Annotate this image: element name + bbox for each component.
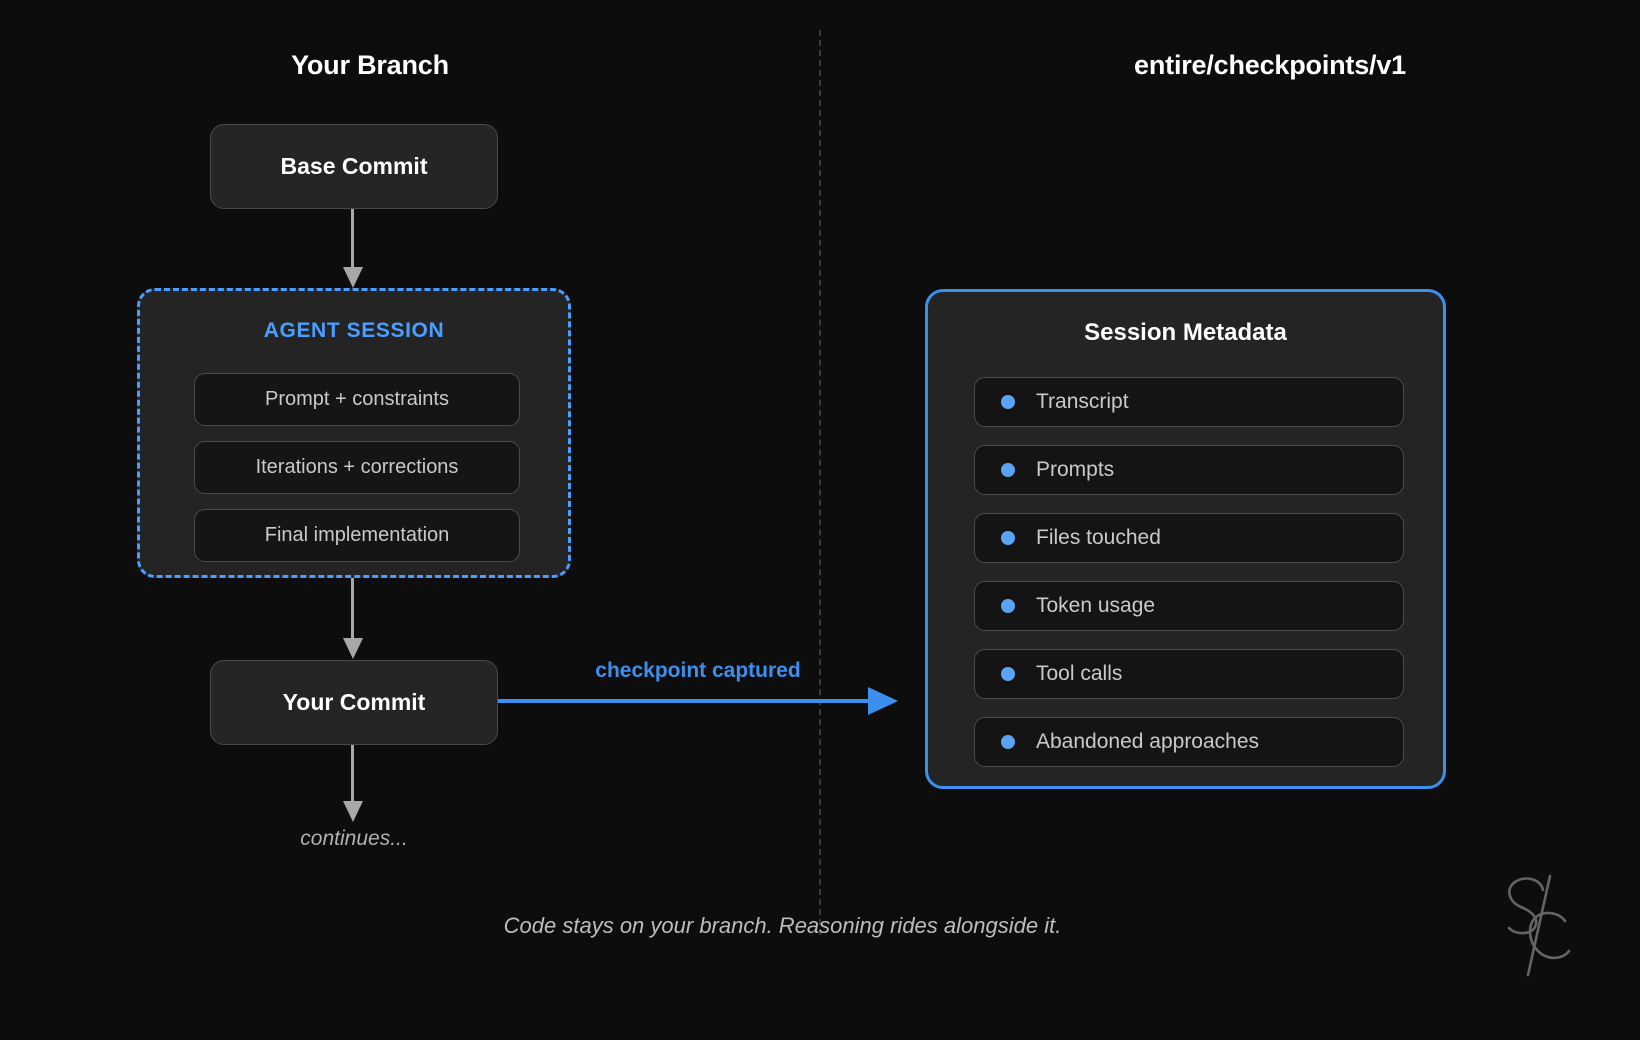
metadata-item-prompts[interactable]: Prompts bbox=[974, 445, 1404, 495]
base-commit-node[interactable]: Base Commit bbox=[210, 124, 498, 209]
checkpoint-arrow-head-icon bbox=[868, 687, 898, 715]
metadata-item-label: Transcript bbox=[1036, 390, 1129, 413]
arrow-head bbox=[343, 638, 363, 659]
arrow-shaft bbox=[351, 209, 354, 269]
metadata-item-label: Token usage bbox=[1036, 594, 1156, 617]
agent-session-label: AGENT SESSION bbox=[263, 319, 445, 342]
session-metadata-panel: Session Metadata Transcript Prompts File… bbox=[925, 289, 1446, 789]
bullet-icon bbox=[1001, 531, 1015, 545]
arrow-down-icon bbox=[341, 578, 365, 660]
metadata-item-label: Prompts bbox=[1036, 458, 1115, 481]
right-column-title: entire/checkpoints/v1 bbox=[1134, 50, 1406, 80]
agent-session-group: AGENT SESSION Prompt + constraints Itera… bbox=[137, 288, 571, 578]
session-item-prompt-constraints[interactable]: Prompt + constraints bbox=[194, 373, 520, 426]
session-item-iterations-corrections[interactable]: Iterations + corrections bbox=[194, 441, 520, 494]
session-metadata-title: Session Metadata bbox=[1084, 319, 1287, 346]
arrow-down-icon bbox=[341, 745, 365, 825]
checkpoint-captured-label: checkpoint captured bbox=[595, 659, 801, 682]
continues-label: continues... bbox=[300, 827, 408, 850]
metadata-item-files-touched[interactable]: Files touched bbox=[974, 513, 1404, 563]
metadata-item-abandoned-approaches[interactable]: Abandoned approaches bbox=[974, 717, 1404, 767]
metadata-item-label: Abandoned approaches bbox=[1036, 730, 1260, 753]
arrow-head bbox=[343, 801, 363, 822]
bullet-icon bbox=[1001, 735, 1015, 749]
arrow-shaft bbox=[351, 578, 354, 640]
checkpoint-arrow-line bbox=[498, 699, 876, 703]
metadata-item-label: Tool calls bbox=[1036, 662, 1123, 685]
session-item-final-implementation[interactable]: Final implementation bbox=[194, 509, 520, 562]
left-column-title: Your Branch bbox=[291, 50, 449, 80]
column-divider bbox=[819, 30, 821, 935]
bullet-icon bbox=[1001, 463, 1015, 477]
session-metadata-list: Transcript Prompts Files touched Token u… bbox=[974, 377, 1404, 785]
arrow-down-icon bbox=[341, 209, 365, 289]
your-commit-node[interactable]: Your Commit bbox=[210, 660, 498, 745]
diagram-caption: Code stays on your branch. Reasoning rid… bbox=[503, 913, 1062, 938]
metadata-item-token-usage[interactable]: Token usage bbox=[974, 581, 1404, 631]
metadata-item-label: Files touched bbox=[1036, 526, 1161, 549]
bullet-icon bbox=[1001, 667, 1015, 681]
metadata-item-transcript[interactable]: Transcript bbox=[974, 377, 1404, 427]
sc-monogram-icon bbox=[1507, 874, 1571, 977]
metadata-item-tool-calls[interactable]: Tool calls bbox=[974, 649, 1404, 699]
bullet-icon bbox=[1001, 395, 1015, 409]
arrow-shaft bbox=[351, 745, 354, 803]
bullet-icon bbox=[1001, 599, 1015, 613]
arrow-head bbox=[343, 267, 363, 288]
